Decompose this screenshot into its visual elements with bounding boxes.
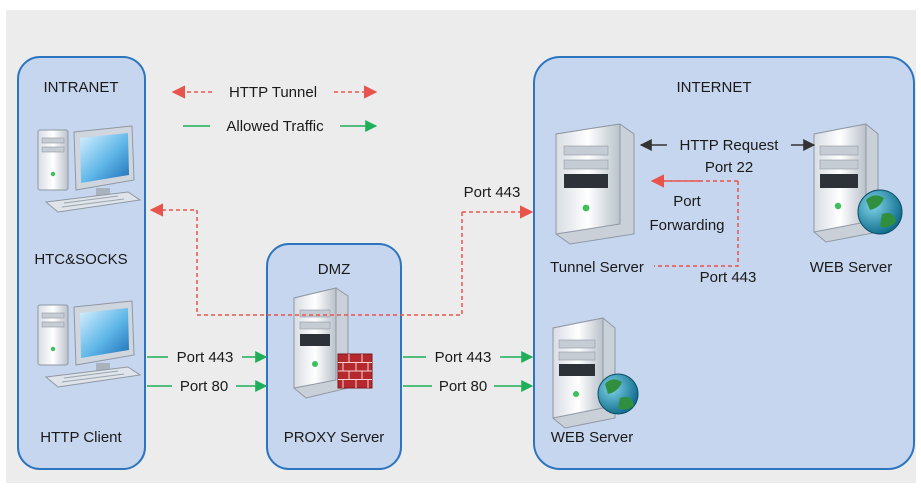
legend-allowed-label: Allowed Traffic [226,118,324,135]
workstation-icon [37,300,142,388]
port-forwarding-label-line1: Port [673,193,701,210]
port-22-label: Port 22 [705,159,753,176]
client-port-80-label: Port 80 [180,378,228,395]
globe-icon [597,373,639,415]
server-icon [293,287,349,399]
proxy-port-443-label: Port 443 [435,349,492,366]
proxy-port-80-label: Port 80 [439,378,487,395]
proxy-server-label: PROXY Server [284,429,385,446]
web-server-bottom-label: WEB Server [551,429,634,446]
server-icon [552,317,616,429]
tunnel-port-443-label: Port 443 [464,184,521,201]
port-443-lower-label: Port 443 [700,269,757,286]
port-forwarding-label-line2: Forwarding [649,217,724,234]
tunnel-server-label: Tunnel Server [550,259,644,276]
globe-icon [857,189,903,235]
web-server-top-label: WEB Server [810,259,893,276]
legend: HTTP Tunnel Allowed Traffic [171,84,378,135]
htc-socks-label: HTC&SOCKS [34,251,127,268]
http-request-label: HTTP Request [680,137,780,154]
port-forwarding-path [652,180,739,267]
firewall-icon [337,353,373,389]
intranet-title: INTRANET [44,79,119,96]
legend-tunnel-label: HTTP Tunnel [229,84,317,101]
http-client-label: HTTP Client [40,429,122,446]
dmz-title: DMZ [318,261,351,278]
server-icon [555,123,635,245]
internet-title: INTERNET [677,79,752,96]
client-port-443-label: Port 443 [177,349,234,366]
workstation-icon [37,125,142,213]
http-tunnel-path [149,203,463,316]
